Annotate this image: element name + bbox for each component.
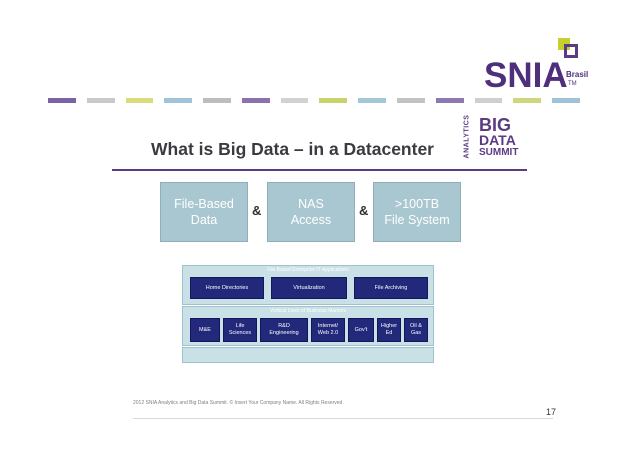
market-text: Gas [410,330,422,336]
box-line1: >100TB [394,197,440,211]
band-segment [474,98,503,103]
market-text: M&E [199,326,211,333]
base-layer-row [182,347,434,363]
footer-divider [133,418,553,419]
market-text: Life [235,323,245,329]
title-underline [112,169,527,171]
market-block: Gov't [348,318,374,342]
home-directories-block: Home Directories [190,277,264,299]
market-block: R&D Engineering [260,318,308,342]
band-segment [435,98,464,103]
row-label: File Based Enterprise IT Applications [267,267,349,273]
row-label: Vertical Lines of Business Markets [269,308,347,314]
enterprise-it-applications-row: File Based Enterprise IT Applications Ho… [182,265,434,305]
band-segment [164,98,193,103]
box-file-based-data: File-Based Data [160,182,248,242]
box-line1: NAS [298,197,324,211]
business-markets-row: Vertical Lines of Business Markets M&E L… [182,306,434,346]
band-segment [86,98,115,103]
box-nas-access: NAS Access [267,182,355,242]
band-segment [552,98,580,103]
band-segment [397,98,425,103]
market-text: Ed [385,330,393,336]
market-text: Sciences [228,330,252,336]
ampersand: & [252,203,262,218]
purple-square-outline [564,44,578,58]
market-text: Gov't [354,326,368,333]
market-text: Oil & [410,323,422,329]
analytics-vertical-text: ANALYTICS [459,115,477,163]
file-archiving-block: File Archiving [354,277,428,299]
band-segment [513,98,542,103]
market-text: Engineering [269,330,299,336]
summit-logo-data: DATA [479,132,516,148]
page-number: 17 [546,407,557,417]
band-segment [203,98,231,103]
analytics-label: ANALYTICS [463,114,471,159]
snia-logo-text: SNIA [484,56,568,95]
market-block: Life Sciences [223,318,257,342]
trademark: TM [568,81,577,87]
band-segment [125,98,154,103]
band-segment [241,98,270,103]
market-block: Internet/ Web 2.0 [311,318,345,342]
box-line2: File System [384,213,450,227]
box-line2: Access [290,213,332,227]
band-segment [280,98,309,103]
band-segment [358,98,387,103]
band-segment [48,98,76,103]
box-line2: Data [190,213,218,227]
market-text: R&D [278,323,290,329]
market-text: Web 2.0 [317,330,339,336]
copyright-footer: 2012 SNIA Analytics and Big Data Summit.… [133,400,344,406]
color-band [48,98,580,104]
snia-logo-mark [558,38,580,58]
market-block: M&E [190,318,220,342]
box-100tb-file-system: >100TB File System [373,182,461,242]
market-block: Oil & Gas [404,318,428,342]
market-text: Higher [380,323,398,329]
summit-logo-summit: SUMMIT [479,147,519,158]
slide-title: What is Big Data – in a Datacenter [151,139,434,159]
box-line1: File-Based [174,197,234,211]
ampersand: & [359,203,369,218]
snia-region: Brasil [566,70,589,79]
market-block: Higher Ed [377,318,401,342]
band-segment [319,98,348,103]
summit-logo-big: BIG [479,115,512,135]
market-text: Internet/ [317,323,339,329]
virtualization-block: Virtualization [271,277,347,299]
